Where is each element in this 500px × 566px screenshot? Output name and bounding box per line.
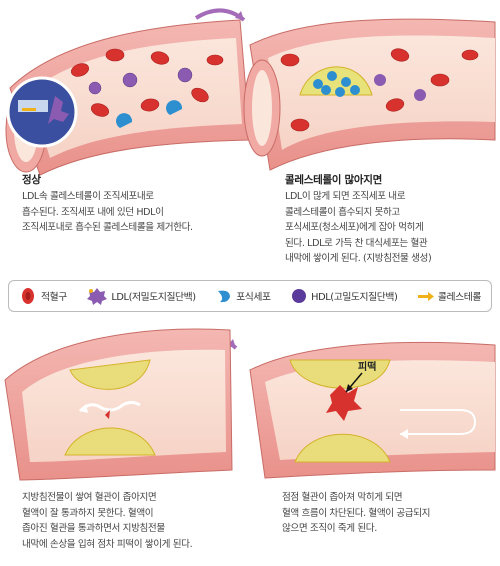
- blood-clot-label: 피떡: [358, 362, 377, 373]
- normal-panel-title: 정상: [22, 174, 41, 186]
- blocked-text-line: 혈액 흐름이 차단된다. 혈액이 공급되지: [282, 507, 431, 519]
- high-text-line: 된다. LDL로 가득 찬 대식세포는 혈관: [285, 237, 428, 249]
- legend-item-macrophage: 포식세포: [216, 288, 271, 304]
- blocked-panel-text: 점점 혈관이 좁아져 막히게 되면 혈액 흐름이 차단된다. 혈액이 공급되지 …: [282, 490, 430, 537]
- blocked-text-line: 점점 혈관이 좁아져 막히게 되면: [282, 492, 403, 503]
- blocked-text-line: 않으면 조직이 죽게 된다.: [282, 523, 377, 534]
- legend-label: LDL(저밀도지질단백): [111, 292, 196, 303]
- high-text-line: 콜레스테롤이 흡수되지 못하고: [285, 206, 400, 218]
- normal-panel-text: LDL속 콜레스테롤이 조직세포내로 흡수된다. 조직세포 내에 있던 HDL이…: [22, 189, 193, 236]
- legend-item-cholesterol: 콜레스테롤: [417, 289, 481, 303]
- ldl-icon: [87, 288, 108, 305]
- narrowing-text-line: 혈액이 잘 통과하지 못한다. 혈액이: [22, 507, 154, 519]
- legend-label: HDL(고밀도지질단백): [311, 292, 398, 303]
- red-blood-cell-icon: [22, 288, 34, 304]
- high-text-line: 내막에 쌓이게 된다. (지방침전물 생성): [285, 253, 432, 264]
- narrowing-text-line: 내막에 손상을 입혀 점차 피떡이 쌓이게 된다.: [22, 538, 193, 550]
- narrowing-text-line: 지방침전물이 쌓여 혈관이 좁아지면: [22, 492, 157, 503]
- legend-label: 포식세포: [236, 292, 271, 303]
- hdl-icon: [292, 289, 307, 303]
- narrowing-panel-text: 지방침전물이 쌓여 혈관이 좁아지면 혈액이 잘 통과하지 못한다. 혈액이 좁…: [22, 490, 193, 552]
- legend-item-red-blood-cell: 적혈구: [19, 287, 67, 305]
- macrophage-icon: [218, 290, 231, 303]
- normal-text-line: 흡수된다. 조직세포 내에 있던 HDL이: [22, 206, 164, 218]
- legend-item-ldl: LDL(저밀도지질단백): [87, 287, 196, 305]
- legend: 적혈구 LDL(저밀도지질단백) 포식세포 HDL(고밀도지질단백) 콜레스테롤: [8, 280, 492, 312]
- high-cholesterol-panel-text: LDL이 많게 되면 조직세포 내로 콜레스테롤이 흡수되지 못하고 포식세포(…: [285, 189, 432, 267]
- normal-text-line: LDL속 콜레스테롤이 조직세포내로: [22, 191, 154, 202]
- high-cholesterol-panel-title: 콜레스테롤이 많아지면: [285, 174, 382, 186]
- legend-label: 콜레스테롤: [437, 292, 481, 303]
- high-text-line: LDL이 많게 되면 조직세포 내로: [285, 191, 406, 202]
- legend-label: 적혈구: [41, 292, 67, 303]
- narrowing-text-line: 좁아진 혈관을 통과하면서 지방침전물: [22, 523, 165, 534]
- legend-item-hdl: HDL(고밀도지질단백): [291, 288, 398, 304]
- high-text-line: 포식세포(청소세포)에게 잡아 먹히게: [285, 222, 424, 233]
- cholesterol-icon: [417, 292, 434, 301]
- normal-text-line: 조직세포내로 흡수된 콜레스테롤을 제거한다.: [22, 222, 193, 233]
